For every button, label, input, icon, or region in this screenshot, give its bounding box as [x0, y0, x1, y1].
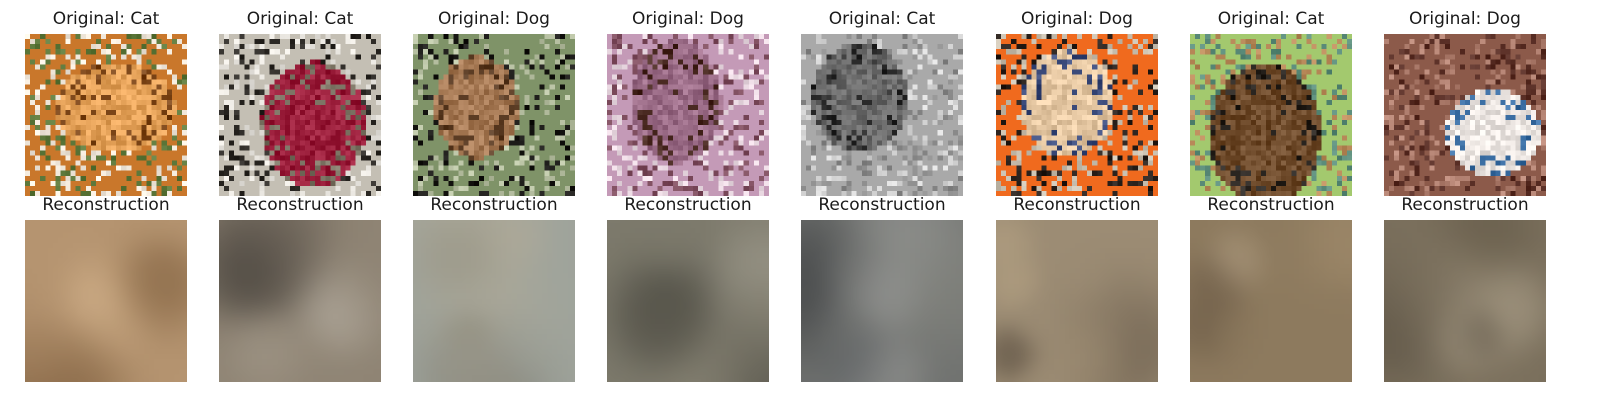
original-image: [413, 34, 575, 196]
original-image: [801, 34, 963, 196]
original-panel-4: Original: Dog: [607, 4, 769, 200]
original-panel-1: Original: Cat: [25, 4, 187, 200]
reconstruction-title: Reconstruction: [1013, 195, 1141, 215]
reconstruction-panel-5: Reconstruction: [801, 190, 963, 386]
original-title: Original: Dog: [438, 9, 550, 29]
reconstruction-panel-8: Reconstruction: [1384, 190, 1546, 386]
reconstruction-panel-4: Reconstruction: [607, 190, 769, 386]
reconstruction-image: [413, 220, 575, 382]
original-panel-8: Original: Dog: [1384, 4, 1546, 200]
original-image: [25, 34, 187, 196]
original-image: [607, 34, 769, 196]
original-panel-7: Original: Cat: [1190, 4, 1352, 200]
original-title: Original: Cat: [1217, 9, 1325, 29]
original-panel-5: Original: Cat: [801, 4, 963, 200]
reconstruction-image: [607, 220, 769, 382]
reconstruction-image: [801, 220, 963, 382]
reconstruction-title: Reconstruction: [236, 195, 364, 215]
original-image: [1384, 34, 1546, 196]
reconstruction-image: [25, 220, 187, 382]
reconstruction-panel-3: Reconstruction: [413, 190, 575, 386]
original-image: [219, 34, 381, 196]
original-title: Original: Dog: [632, 9, 744, 29]
original-image: [996, 34, 1158, 196]
reconstruction-title: Reconstruction: [1401, 195, 1529, 215]
original-panel-2: Original: Cat: [219, 4, 381, 200]
original-panel-6: Original: Dog: [996, 4, 1158, 200]
reconstruction-image: [1190, 220, 1352, 382]
original-panel-3: Original: Dog: [413, 4, 575, 200]
original-title: Original: Cat: [52, 9, 160, 29]
reconstruction-panel-6: Reconstruction: [996, 190, 1158, 386]
reconstruction-panel-2: Reconstruction: [219, 190, 381, 386]
reconstruction-image: [1384, 220, 1546, 382]
original-title: Original: Dog: [1409, 9, 1521, 29]
reconstruction-title: Reconstruction: [624, 195, 752, 215]
original-title: Original: Dog: [1021, 9, 1133, 29]
reconstruction-panel-1: Reconstruction: [25, 190, 187, 386]
reconstruction-image: [219, 220, 381, 382]
reconstruction-panel-7: Reconstruction: [1190, 190, 1352, 386]
reconstruction-title: Reconstruction: [818, 195, 946, 215]
reconstruction-title: Reconstruction: [42, 195, 170, 215]
reconstruction-title: Reconstruction: [430, 195, 558, 215]
reconstruction-image: [996, 220, 1158, 382]
original-title: Original: Cat: [828, 9, 936, 29]
reconstruction-title: Reconstruction: [1207, 195, 1335, 215]
original-image: [1190, 34, 1352, 196]
original-title: Original: Cat: [246, 9, 354, 29]
